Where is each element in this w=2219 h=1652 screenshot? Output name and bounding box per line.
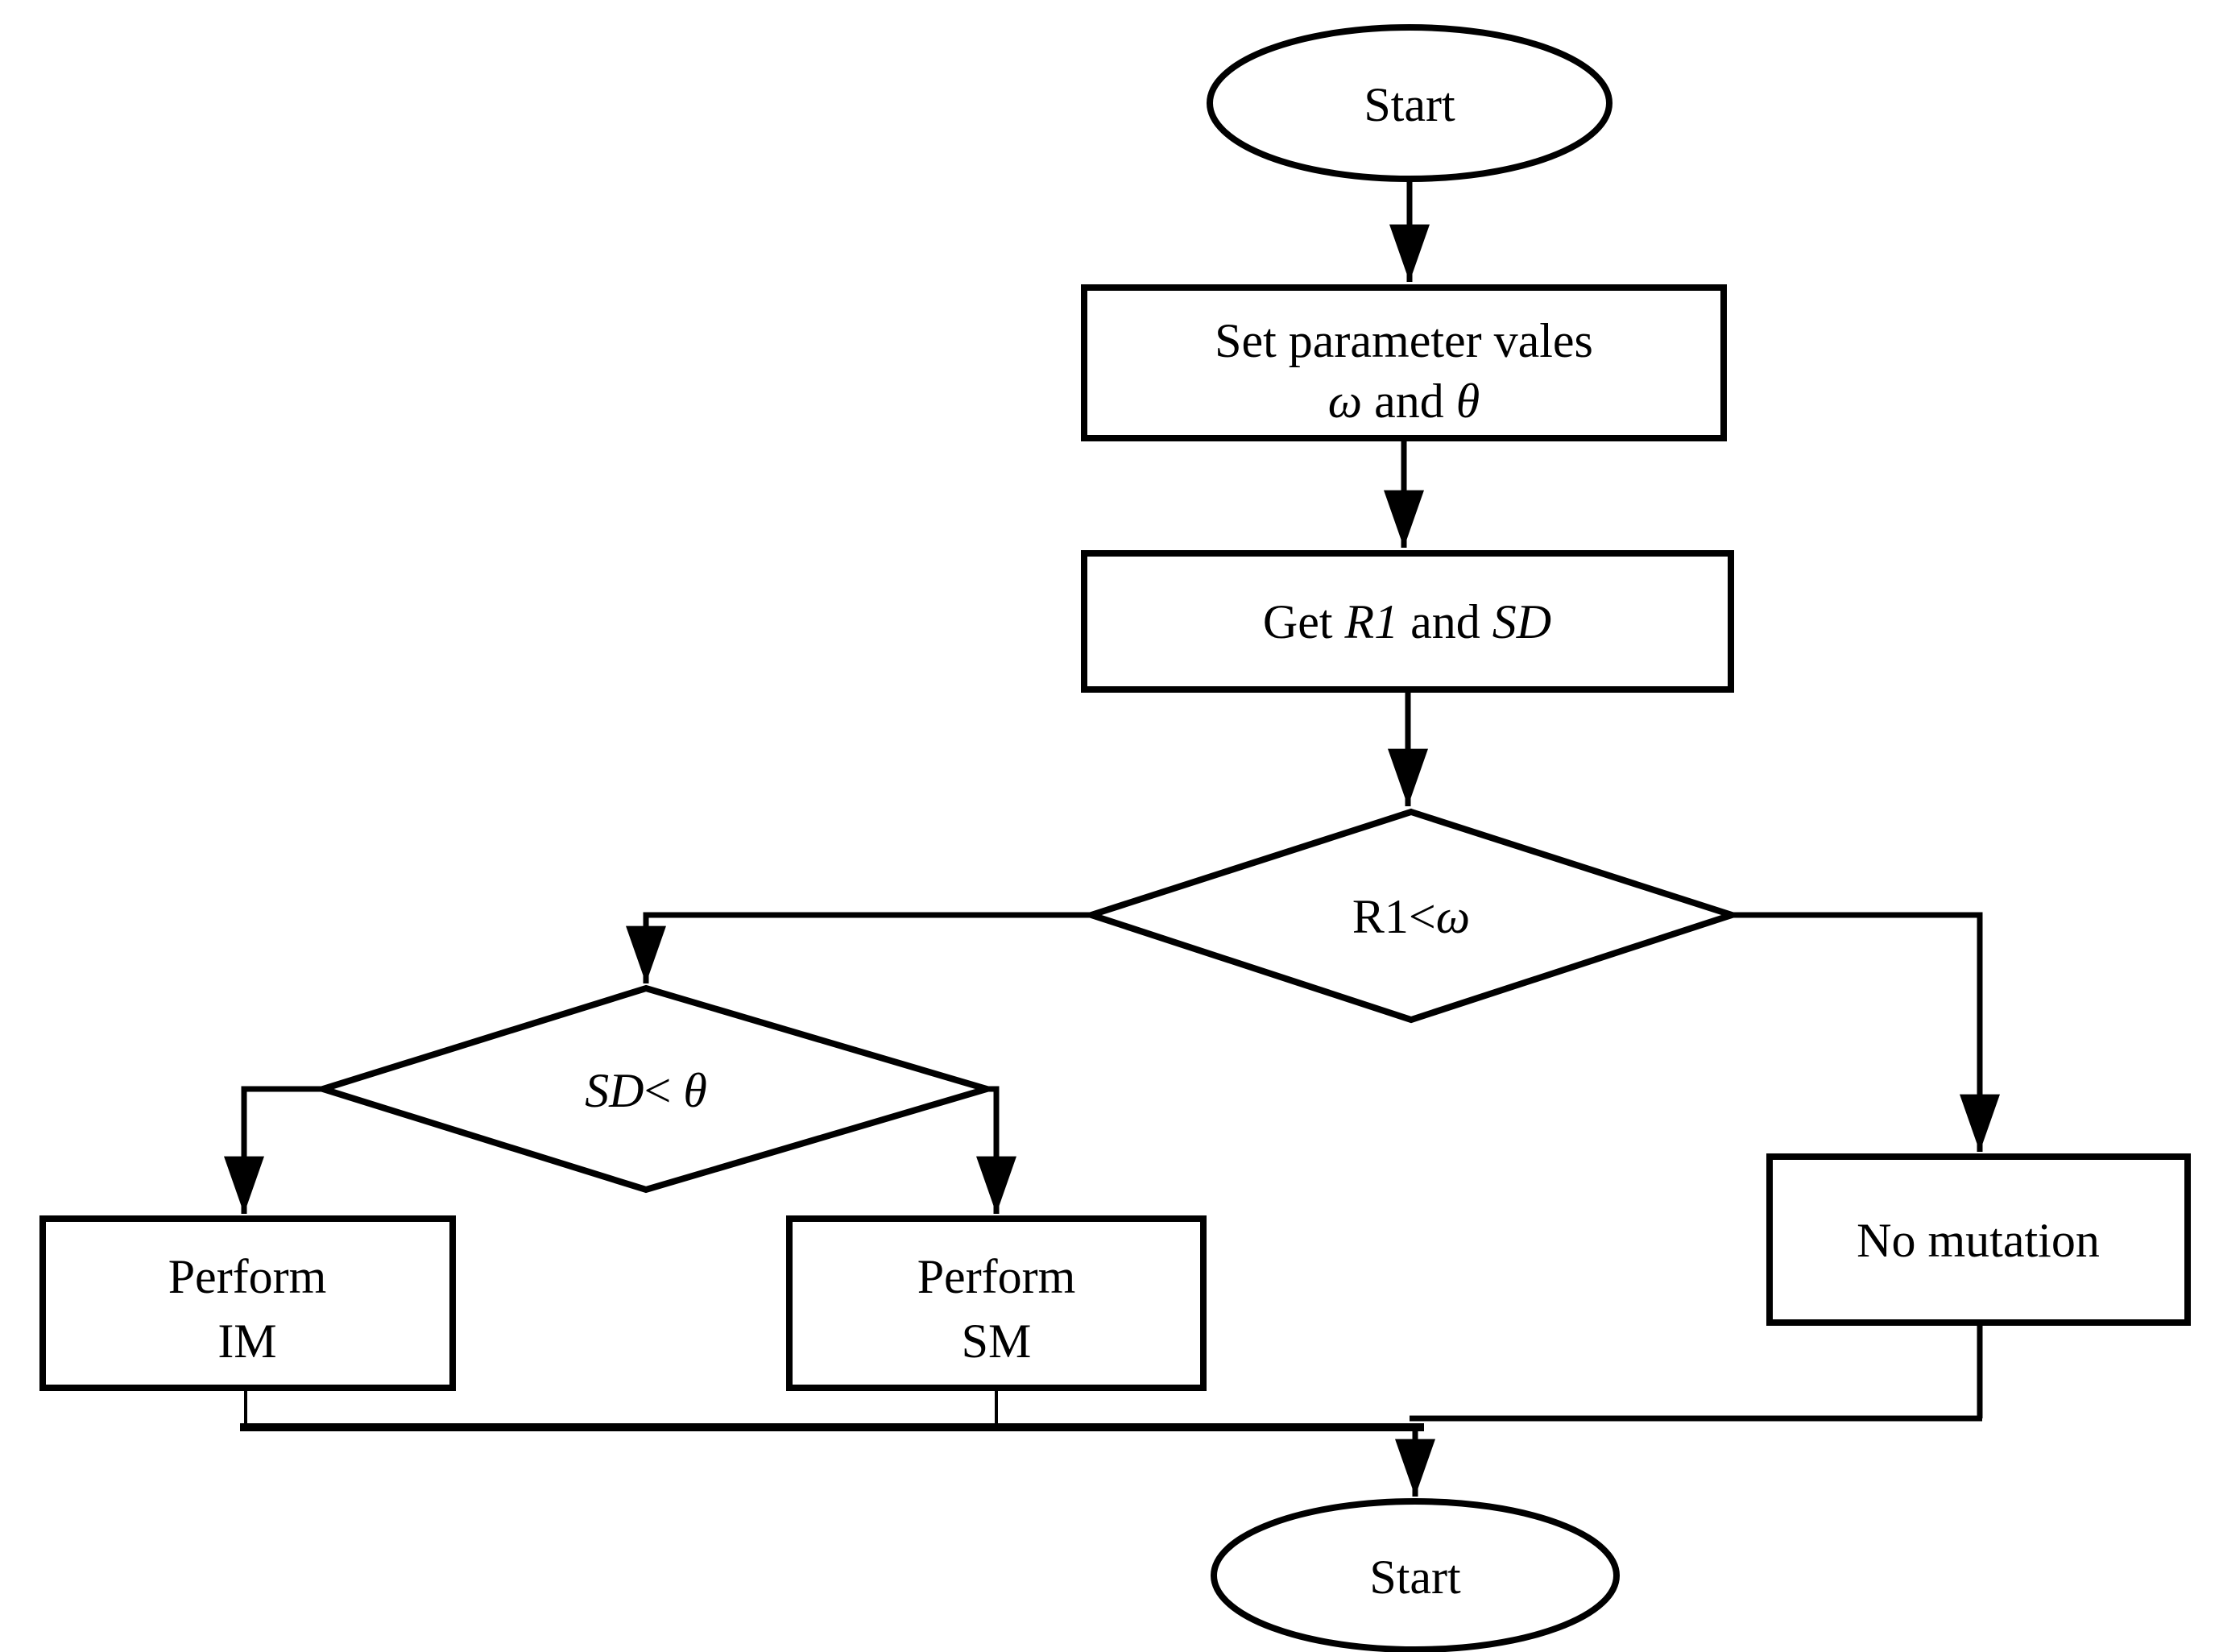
arrow-decision2-to-im: [224, 1086, 323, 1214]
r1-symbol: R1: [1344, 595, 1399, 648]
terminator-start-top: [1207, 24, 1613, 182]
process-perform-sm-line2: SM: [962, 1315, 1032, 1368]
omega-symbol: ω: [1328, 375, 1362, 428]
and-text: and: [1362, 375, 1456, 428]
get-text: Get: [1263, 595, 1345, 648]
omega-symbol: ω: [1436, 890, 1470, 943]
theta-symbol: θ: [1456, 375, 1480, 428]
arrow-decision1-to-decision2: [626, 912, 1091, 983]
process-perform-im-line1: Perform: [168, 1250, 327, 1303]
process-perform-sm-line1: Perform: [917, 1250, 1076, 1303]
terminator-start-bottom-label: Start: [1369, 1551, 1461, 1604]
and-text: and: [1398, 595, 1492, 648]
terminator-start-bottom: [1211, 1498, 1620, 1652]
process-no-mutation-label: No mutation: [1857, 1214, 2100, 1267]
process-set-parameters: [1081, 284, 1727, 441]
process-get-r1-sd-label: Get R1 and SD: [1263, 595, 1551, 648]
process-perform-sm: [786, 1215, 1207, 1391]
terminator-start-top-label: Start: [1364, 78, 1455, 131]
process-no-mutation: [1766, 1153, 2191, 1326]
sd-symbol: SD: [1492, 595, 1551, 648]
arrow-decision1-to-nomutation: [1732, 912, 2000, 1152]
theta-symbol: θ: [683, 1064, 706, 1117]
process-set-parameters-line2: ω and θ: [1328, 375, 1480, 428]
sd-symbol: SD: [585, 1064, 644, 1117]
decision-sd-lt-theta-label: SD< θ: [585, 1064, 707, 1117]
decision-r1-lt-omega-label: R1<ω: [1352, 890, 1470, 943]
decision-r1-lt-omega: [1081, 808, 1742, 1024]
lt-text: <: [644, 1064, 684, 1117]
arrow-decision2-to-sm: [976, 1086, 1016, 1214]
r1-lt-text: R1<: [1352, 890, 1436, 943]
process-perform-im-line2: IM: [217, 1315, 276, 1368]
process-set-parameters-line1: Set parameter vales: [1215, 314, 1593, 367]
decision-sd-lt-theta: [312, 984, 999, 1194]
process-get-r1-sd: [1081, 550, 1734, 693]
process-perform-im: [39, 1215, 456, 1391]
